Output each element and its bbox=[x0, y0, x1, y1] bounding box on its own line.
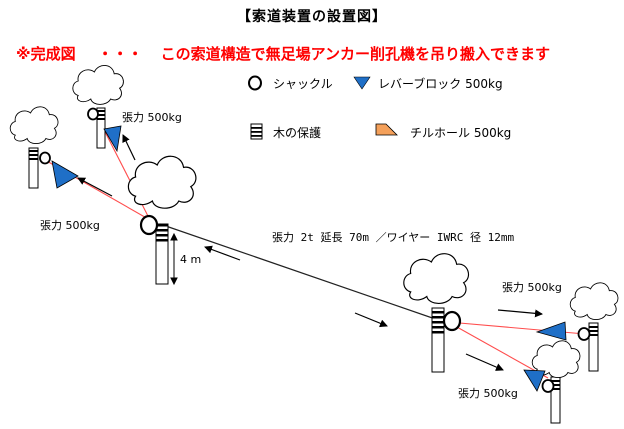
legend-tirfor-label: チルホール 500kg bbox=[410, 126, 512, 140]
legend-wood-protection-label: 木の保護 bbox=[273, 126, 322, 140]
note-prefix: ※完成図 bbox=[16, 45, 76, 63]
lever-block-right-upper bbox=[535, 321, 567, 341]
lever-block-right-lower bbox=[523, 369, 546, 392]
legend-shackle-label: シャックル bbox=[273, 77, 333, 91]
wood-protection-left bbox=[156, 224, 168, 242]
tree-right-lower bbox=[523, 340, 581, 424]
shackle-icon bbox=[248, 75, 262, 91]
tension-label-right-lower: 張力 500kg bbox=[458, 387, 518, 400]
main-line-label: 張力 2t 延長 70m ／ワイヤー IWRC 径 12mm bbox=[272, 231, 515, 244]
tree-left-main bbox=[127, 155, 197, 285]
completion-note: ※完成図 ・・・この索道構造で無足場アンカー削孔機を吊り搬入できます bbox=[16, 43, 550, 64]
tension-label-left: 張力 500kg bbox=[40, 219, 100, 232]
tirfor-icon bbox=[375, 123, 398, 136]
height-label: 4 m bbox=[180, 253, 202, 266]
page-title: 【索道装置の設置図】 bbox=[237, 9, 387, 25]
tree-far-left bbox=[9, 106, 79, 189]
shackle-left-main bbox=[139, 214, 159, 236]
legend-symbols bbox=[248, 75, 398, 140]
legend-lever-block-label: レバーブロック 500kg bbox=[378, 77, 503, 91]
lever-block-top bbox=[103, 125, 122, 153]
note-dots: ・・・ bbox=[97, 45, 143, 63]
direction-arrows bbox=[77, 134, 543, 371]
main-wire bbox=[159, 223, 445, 323]
lever-block-icon bbox=[353, 76, 371, 90]
note-text: この索道構造で無足場アンカー削孔機を吊り搬入できます bbox=[160, 45, 551, 63]
wood-protection-icon bbox=[250, 123, 263, 140]
lever-block-left bbox=[51, 160, 79, 189]
tree-top bbox=[72, 65, 124, 153]
tension-label-top: 張力 500kg bbox=[122, 111, 182, 124]
height-dimension bbox=[170, 232, 178, 286]
tree-right-upper bbox=[535, 282, 619, 372]
tree-right-main bbox=[403, 253, 470, 373]
tension-label-right-upper: 張力 500kg bbox=[502, 281, 562, 294]
anchor-lines bbox=[44, 121, 586, 379]
